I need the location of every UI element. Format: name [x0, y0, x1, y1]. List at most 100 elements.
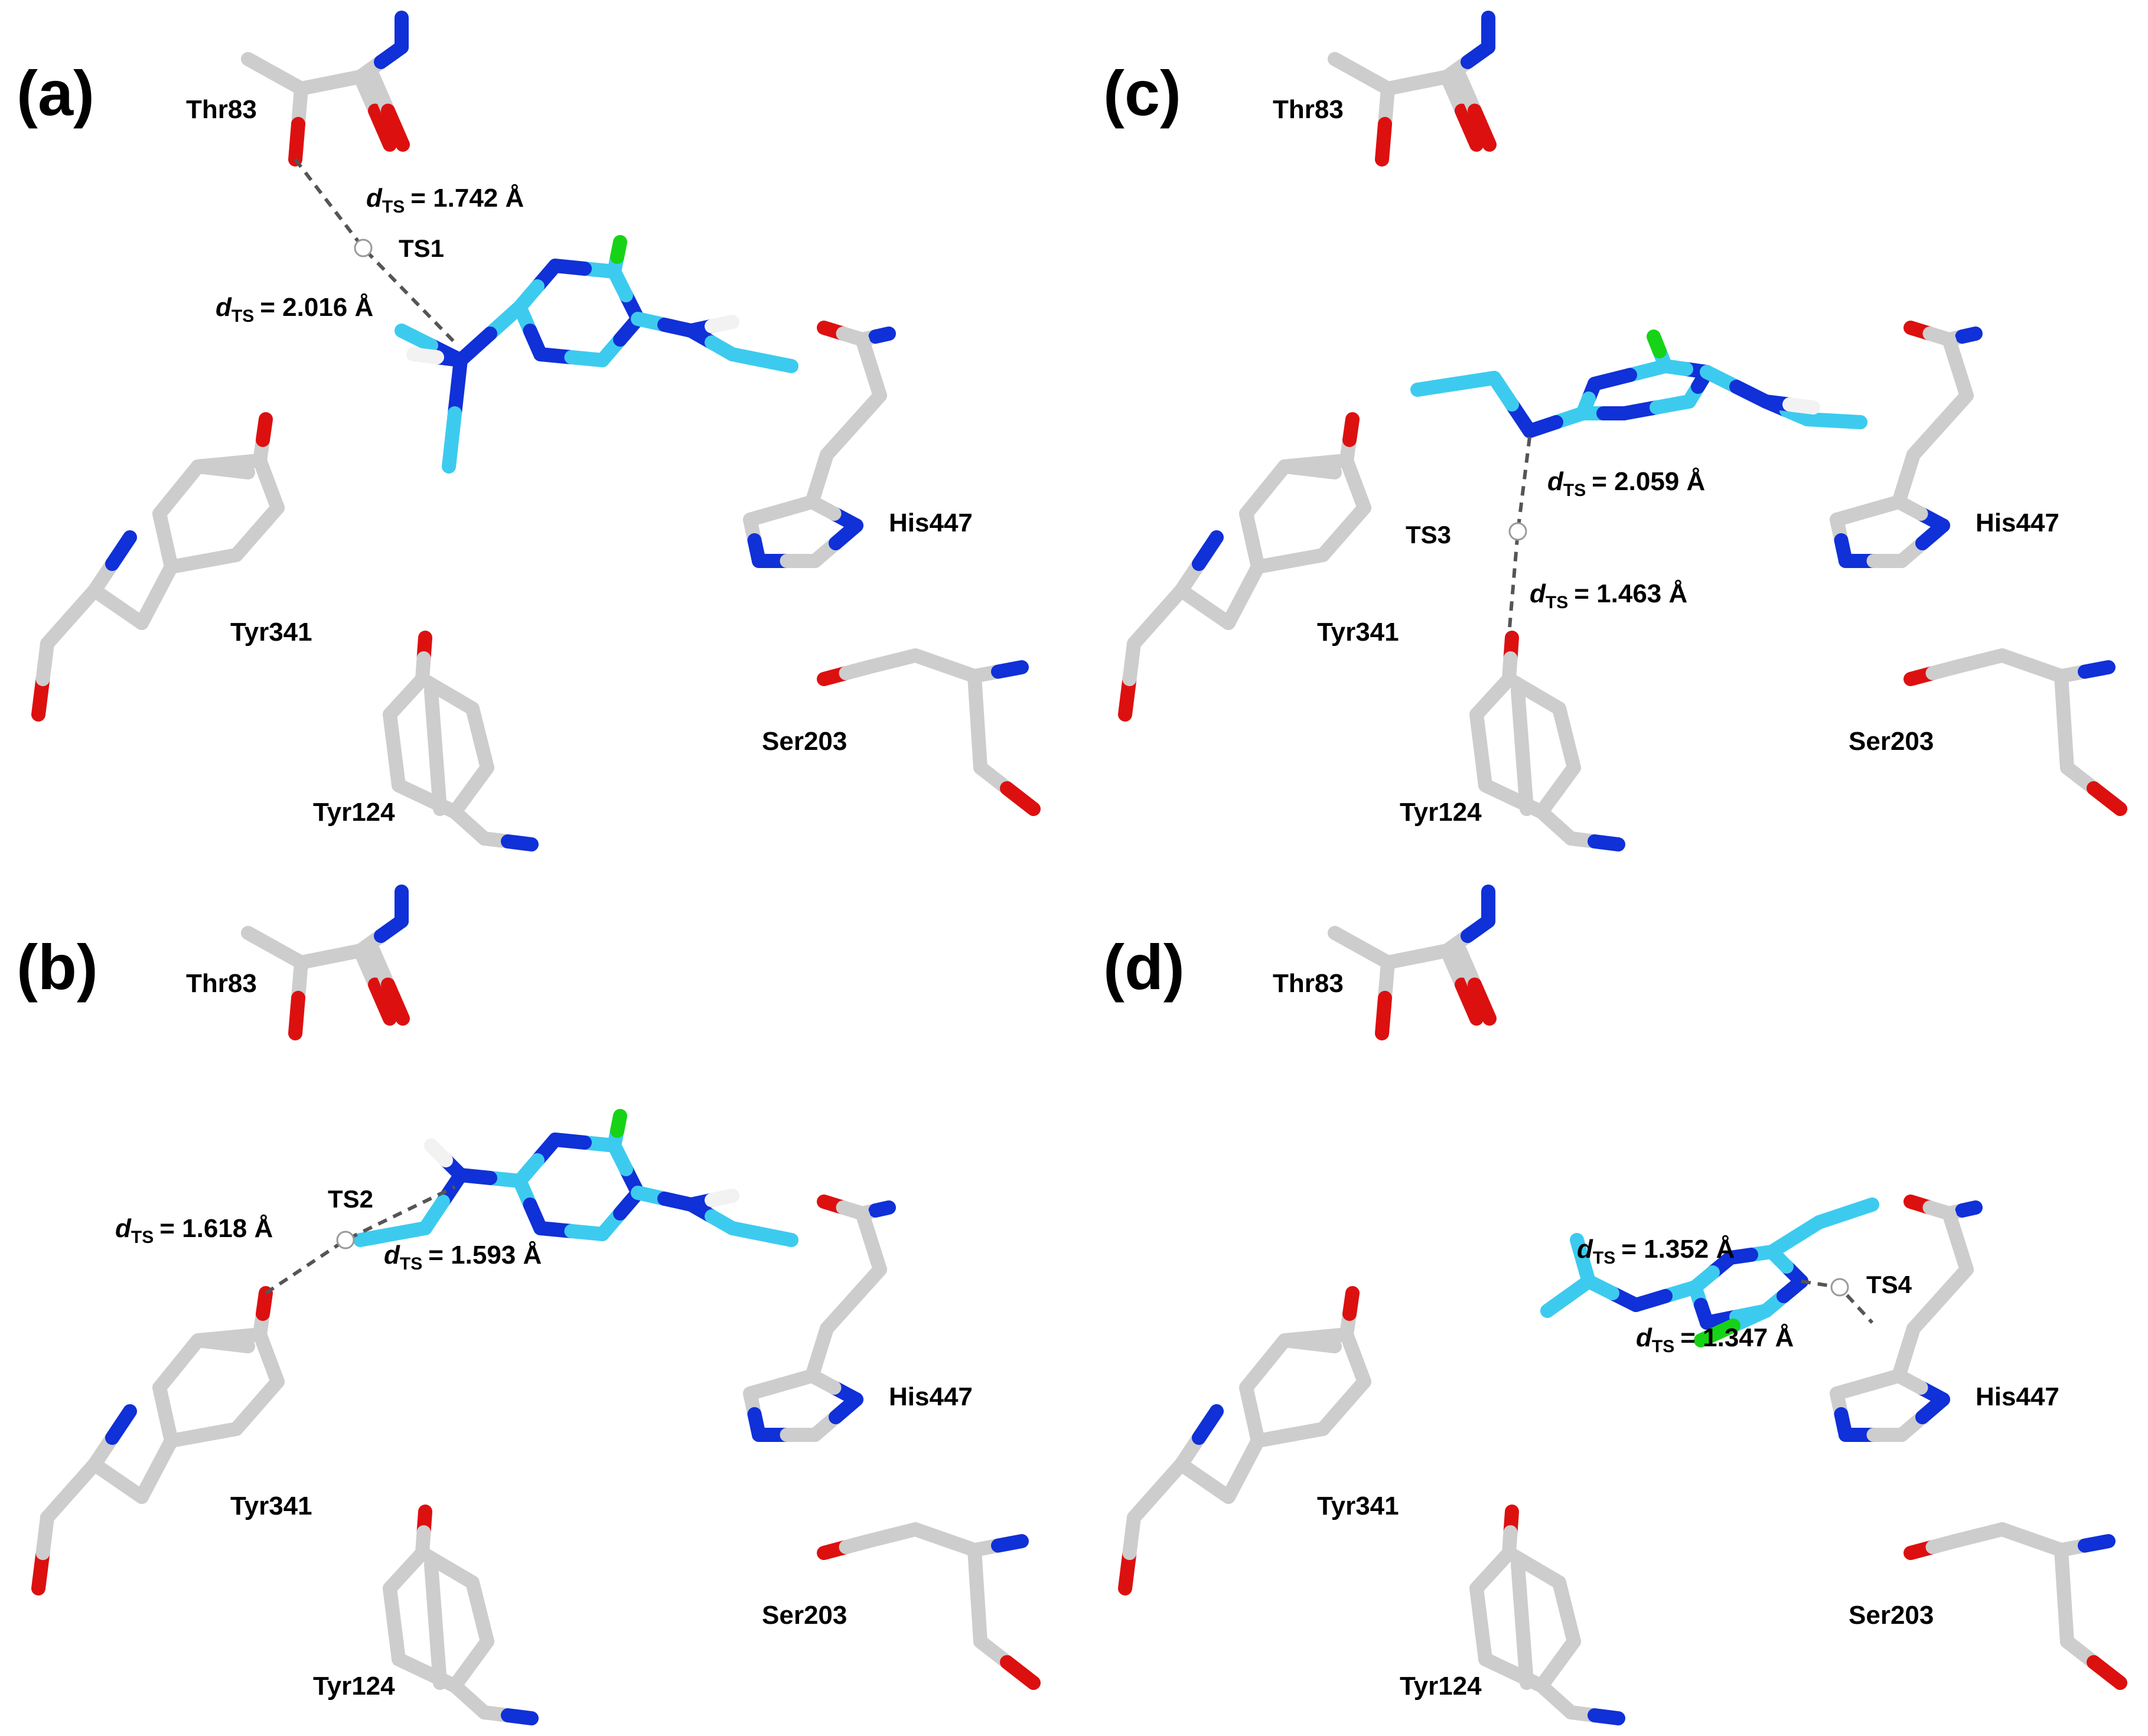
his447-imidazole: [1892, 495, 1928, 521]
isopropylamino-group: [395, 324, 438, 353]
distance-symbol: d: [384, 1241, 400, 1270]
ser203-backbone: [991, 660, 1029, 679]
tyr341-ring: [1302, 462, 1342, 479]
residue-label-tyr124: Tyr124: [1400, 1672, 1482, 1701]
distance-label-2: dTS = 2.016 Å: [216, 293, 373, 326]
his447-imidazole: [805, 495, 842, 521]
thr83-carbonyl: [1455, 103, 1484, 152]
thr83-carbonyl: [1468, 977, 1497, 1026]
residue-label-tyr124: Tyr124: [313, 798, 395, 827]
ser203-backbone: [967, 669, 985, 729]
tyr124-ring: [1511, 1558, 1530, 1631]
residue-label-thr83: Thr83: [186, 95, 257, 124]
distance-symbol: d: [1530, 579, 1546, 608]
ser203-carbonyl: [1000, 781, 1041, 816]
ser203-backbone: [2057, 1588, 2074, 1649]
distance-symbol: d: [1547, 467, 1564, 496]
his447-backbone: [868, 1200, 896, 1218]
ser203-backbone: [2078, 1534, 2116, 1553]
thr83-carbonyl: [381, 103, 410, 152]
ser203-backbone: [2054, 669, 2071, 729]
tyr341-ring: [164, 1428, 211, 1448]
ser203-backbone: [2054, 1543, 2071, 1603]
tyr341-hydroxyl: [256, 1286, 273, 1321]
residue-label-tyr124: Tyr124: [1400, 798, 1482, 827]
ser203-backbone: [970, 1588, 987, 1649]
distance-symbol: d: [216, 293, 232, 322]
distance-label-2: dTS = 1.347 Å: [1636, 1323, 1794, 1356]
ts1-hbond-path: [294, 158, 457, 344]
tyr341-ring: [164, 554, 211, 574]
distance-value: = 1.742 Å: [410, 184, 524, 213]
ts4-hydrogen-atom: [1830, 1278, 1849, 1297]
tyr341-hydroxyl: [1342, 412, 1360, 447]
residue-label-thr83: Thr83: [1273, 95, 1344, 124]
chlorine-substituent: [610, 1109, 627, 1138]
tyr341-backbone: [105, 1404, 137, 1445]
ser203-backbone: [967, 1543, 985, 1603]
distance-symbol: d: [1636, 1323, 1652, 1352]
distance-label-2: dTS= 1.593 Å: [384, 1241, 542, 1274]
distance-label-1: dTS = 1.352 Å: [1577, 1235, 1735, 1268]
tyr124-backbone: [501, 834, 539, 851]
his447-backbone: [868, 327, 896, 344]
distance-subscript: TS: [1563, 481, 1586, 500]
ethylamino-group: [1839, 1197, 1879, 1221]
panel-label: (c): [1103, 57, 1181, 129]
residue-label-tyr341: Tyr341: [230, 1492, 312, 1520]
distance-subscript: TS: [1652, 1337, 1674, 1356]
thr83-carbonyl: [368, 977, 397, 1026]
ser203-carbonyl: [2087, 781, 2127, 816]
panel-a: (a)Thr83His447Tyr341Ser203Tyr124TS1dTS= …: [17, 11, 1041, 851]
thr83-hydroxyl: [288, 991, 305, 1040]
ser203-backbone: [2057, 714, 2074, 775]
distance-value: = 1.347 Å: [1680, 1323, 1794, 1352]
tyr341-backbone: [1192, 530, 1224, 571]
ts-label: TS1: [399, 234, 444, 262]
ethylamino-group: [755, 353, 798, 373]
tyr124-ring: [428, 1617, 447, 1690]
distance-subscript: TS: [1593, 1248, 1615, 1268]
distance-subscript: TS: [232, 306, 254, 326]
panel-b: (b)Thr83His447Tyr341Ser203Tyr124TS2dTS= …: [17, 885, 1041, 1725]
panel-c: (c)Thr83His447Tyr341Ser203Tyr124TS3dTS= …: [1103, 11, 2127, 851]
tyr341-ring: [1302, 1336, 1342, 1353]
ser203-backbone: [991, 1534, 1029, 1553]
distance-value: = 2.016 Å: [260, 293, 373, 322]
distance-symbol: d: [1577, 1235, 1593, 1264]
tyr341-hydroxyl: [256, 412, 273, 447]
ts1-hydrogen-atom: [354, 239, 373, 257]
triazine-ring: [548, 259, 592, 276]
tyr341-ring: [1251, 554, 1298, 574]
panel-label: (d): [1103, 931, 1185, 1003]
distance-subscript: TS: [400, 1254, 422, 1274]
isopropylamino-group: [448, 353, 468, 420]
ser203-backbone: [970, 714, 987, 775]
thr83-carbonyl: [368, 103, 397, 152]
residue-label-ser203: Ser203: [1849, 727, 1934, 756]
isopropylamino-group: [1540, 1289, 1575, 1318]
tyr124-ring: [1515, 1617, 1534, 1690]
ts-label: TS4: [1866, 1271, 1912, 1298]
his447-backbone: [1955, 1200, 1983, 1218]
panel-label: (a): [17, 57, 94, 129]
residue-label-tyr341: Tyr341: [230, 618, 312, 647]
isopropylamino-group: [353, 1227, 400, 1247]
distance-value: = 1.352 Å: [1621, 1235, 1735, 1264]
panel-label: (b): [17, 931, 98, 1003]
residue-label-his447: His447: [1976, 1382, 2059, 1411]
distance-value: = 2.059 Å: [1592, 467, 1705, 496]
tyr341-ring: [216, 462, 255, 479]
tyr124-ring: [428, 743, 447, 816]
residue-label-his447: His447: [889, 1382, 973, 1411]
ser203-carbonyl: [2087, 1655, 2127, 1690]
thr83-carbonyl: [1468, 103, 1497, 152]
isopropylamino-group: [1570, 1233, 1590, 1268]
tyr124-ring: [424, 684, 443, 757]
distance-value: = 1.463 Å: [1574, 579, 1687, 608]
ts-label: TS3: [1406, 521, 1451, 549]
distance-subscript: TS: [1546, 593, 1568, 612]
tyr124-backbone: [1588, 834, 1625, 851]
thr83-hydroxyl: [1375, 117, 1392, 167]
tyr341-backbone: [1192, 1404, 1224, 1445]
